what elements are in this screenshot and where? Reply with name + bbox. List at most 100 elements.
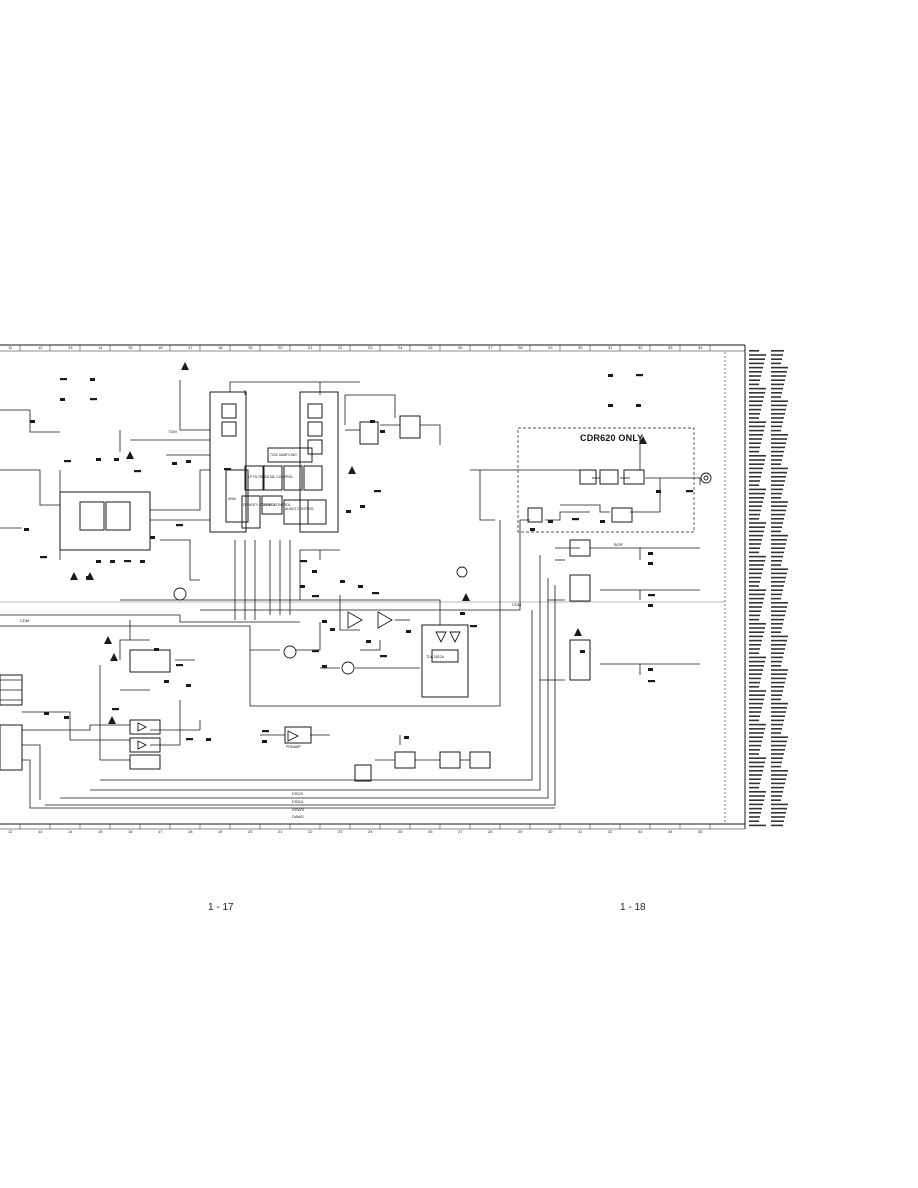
parts-list-row (749, 673, 762, 675)
parts-list-row (749, 492, 765, 495)
parts-list-row (771, 589, 783, 591)
grid-label: 22 (338, 345, 343, 350)
parts-list-row (771, 707, 787, 709)
grid-label: 20 (278, 345, 283, 350)
net-label-bor: BOR (614, 542, 623, 547)
parts-list-row (749, 694, 765, 696)
parts-list-row (771, 501, 788, 503)
parts-list-row (749, 560, 765, 562)
parts-list-row (771, 509, 786, 512)
wiring (0, 380, 725, 809)
page-number-left: 1 - 17 (208, 902, 234, 913)
parts-list-row (771, 824, 783, 827)
net-label-cdm: CDM (20, 618, 29, 623)
grid-label: 33 (638, 829, 643, 834)
parts-list-row (749, 396, 764, 398)
parts-list-row (771, 602, 788, 604)
parts-list-row (749, 442, 761, 444)
parts-list-row (771, 379, 785, 381)
parts-list-row (749, 648, 760, 650)
component-mark (114, 458, 119, 461)
parts-list-row (771, 488, 783, 491)
grid-label: 21 (308, 345, 313, 350)
grid-label: 18 (218, 345, 223, 350)
amplifier-symbols (137, 611, 461, 750)
grid-label: 33 (668, 345, 673, 350)
parts-list-row (749, 749, 760, 751)
component-mark (176, 664, 183, 667)
component-mark (656, 490, 661, 493)
component-mark (366, 640, 371, 643)
component-mark (312, 570, 317, 573)
grid-label: 20 (248, 829, 253, 834)
parts-list-row (749, 375, 761, 377)
warning-triangles (70, 362, 647, 724)
grid-label: 15 (98, 829, 103, 834)
component-mark (134, 470, 141, 473)
parts-list-row (749, 711, 761, 713)
parts-list-row (749, 446, 760, 449)
grid-label: 32 (638, 345, 643, 350)
parts-list-row (749, 719, 759, 722)
parts-list-row (771, 694, 782, 696)
component-mark (186, 684, 191, 687)
parts-list-row (771, 744, 786, 747)
net-label-dsws: DSWS (292, 807, 304, 812)
component-mark (572, 518, 579, 521)
component-mark (44, 712, 49, 715)
parts-list-row (749, 757, 766, 759)
grid-label: 11 (8, 345, 13, 350)
net-label-daws: DAWS (292, 814, 304, 819)
lp-filter-label: LP FILTER (248, 475, 265, 479)
grid-label: 24 (368, 829, 373, 834)
cdr620-region (517, 427, 695, 533)
parts-list-row (749, 366, 763, 369)
parts-list-row (771, 736, 788, 738)
parts-list-row (771, 585, 784, 587)
grid-label: 28 (488, 829, 493, 834)
parts-list-row (749, 513, 760, 516)
passive-components (24, 374, 693, 743)
grid-label: 29 (518, 829, 523, 834)
grid-label: 19 (218, 829, 223, 834)
grid-label: 13 (38, 829, 43, 834)
parts-list-row (771, 442, 786, 444)
parts-list-row (749, 597, 764, 600)
parts-list-row (771, 362, 781, 365)
parts-list-row (749, 765, 764, 768)
parts-list-row (749, 786, 759, 789)
component-mark (636, 404, 641, 407)
grid-label: 27 (458, 829, 463, 834)
parts-list-row (771, 753, 784, 755)
cdr620-callout: CDR620 ONLY (580, 433, 644, 443)
component-mark (40, 556, 47, 559)
parts-list-row (771, 786, 784, 789)
parts-list-row (771, 820, 784, 822)
parts-list-row (771, 723, 783, 726)
component-mark (322, 665, 327, 668)
component-mark (648, 668, 653, 671)
component-mark (358, 585, 363, 588)
parts-list-row (749, 555, 766, 558)
parts-list-row (749, 383, 759, 386)
parts-list-row (749, 656, 766, 659)
grid-label: 25 (398, 829, 403, 834)
parts-list-row (771, 392, 782, 394)
component-mark (176, 524, 183, 527)
component-mark (150, 536, 155, 539)
parts-list-row (771, 404, 787, 407)
parts-list-row (771, 576, 786, 579)
parts-list-row (749, 509, 761, 512)
grid-label: 12 (38, 345, 43, 350)
component-mark (312, 650, 319, 653)
parts-list-row (771, 383, 784, 386)
parts-list-row (771, 358, 782, 360)
grid-label: 31 (578, 829, 583, 834)
component-mark (470, 625, 477, 628)
parts-list-row (771, 560, 782, 562)
grid-label: 30 (548, 829, 553, 834)
parts-list-row (771, 686, 784, 688)
component-mark (112, 708, 119, 711)
grid-label: 16 (158, 345, 163, 350)
component-mark (374, 490, 381, 493)
